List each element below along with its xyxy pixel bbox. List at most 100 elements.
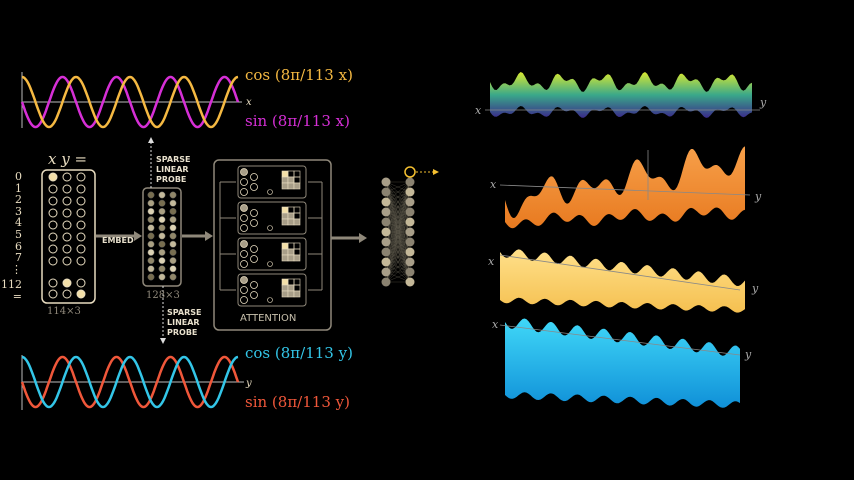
mlp-neuron [405, 187, 415, 197]
embedding-box [142, 187, 182, 287]
surface3-y-label: y [752, 282, 759, 295]
input-neuron [62, 256, 72, 266]
mlp-neuron [381, 277, 391, 287]
head-neuron [250, 255, 258, 263]
embedding-neuron [147, 240, 155, 248]
row-label: 6 [15, 239, 22, 253]
attention-pattern-cell [287, 254, 295, 262]
mlp-neuron [381, 217, 391, 227]
head-neuron [250, 173, 258, 181]
input-neuron [62, 289, 72, 299]
surface4-axis [499, 324, 741, 356]
row-label: = [12, 289, 22, 303]
embedding-neuron [158, 199, 166, 207]
mlp-connection [385, 181, 411, 213]
head-neuron [240, 214, 248, 222]
input-neuron [76, 172, 86, 182]
attention-pattern-cell [293, 278, 301, 286]
input-header: x y = [48, 150, 88, 168]
head-neuron [250, 281, 258, 289]
output-neuron [404, 166, 416, 178]
head-neuron [250, 209, 258, 217]
attention-head [237, 165, 307, 199]
bottom-cos-label: cos (8π/113 y) [245, 344, 353, 362]
neuron-surface-orange [505, 146, 745, 229]
surface4-y-label: y [745, 348, 752, 361]
mlp-connection [385, 181, 411, 223]
mlp-neuron [405, 257, 415, 267]
input-size-label: 114×3 [47, 306, 81, 317]
mlp-neuron [381, 257, 391, 267]
mlp-neuron [381, 207, 391, 217]
mlp-connection [385, 181, 411, 283]
input-neuron [48, 289, 58, 299]
attention-pattern-cell [287, 170, 295, 178]
embedding-neuron [169, 248, 177, 256]
surface3-axis [499, 254, 741, 291]
embed-arrowhead [134, 231, 142, 241]
attention-pattern-cell [287, 284, 295, 292]
neuron-surface-noisy [490, 72, 752, 118]
attention-pattern-cell [281, 242, 289, 250]
top-cos-label: cos (8π/113 x) [245, 66, 353, 84]
input-neuron [48, 208, 58, 218]
embedding-neuron [169, 257, 177, 265]
attention-pattern-cell [281, 290, 289, 298]
mlp-connection [385, 181, 411, 203]
mlp-neuron [381, 187, 391, 197]
mlp-neuron [405, 237, 415, 247]
embedding-neuron [147, 224, 155, 232]
multiply-icon [267, 297, 273, 303]
embedding-neuron [169, 224, 177, 232]
input-neuron [48, 184, 58, 194]
embedding-neuron [147, 216, 155, 224]
attention-pattern-cell [281, 248, 289, 256]
bottom-cos-wave [21, 355, 239, 409]
attention-pattern-cell [293, 182, 301, 190]
input-neuron [76, 208, 86, 218]
surface2-y-label: y [755, 190, 762, 203]
input-neuron [48, 256, 58, 266]
surface3-x-label: x [488, 255, 495, 268]
input-neuron [76, 278, 86, 288]
attention-head [237, 237, 307, 271]
embedding-neuron [147, 248, 155, 256]
head-neuron [250, 183, 258, 191]
head-neuron [240, 204, 248, 212]
input-neuron [76, 196, 86, 206]
attention-pattern-cell [293, 170, 301, 178]
head-neuron [240, 240, 248, 248]
embedding-neuron [169, 273, 177, 281]
embedding-neuron [158, 216, 166, 224]
attention-pattern-cell [281, 182, 289, 190]
mlp-neuron [405, 227, 415, 237]
row-label: 5 [15, 227, 22, 241]
head-neuron [240, 296, 248, 304]
multiply-icon [267, 189, 273, 195]
top-cos-wave [21, 75, 239, 129]
surface2-x-label: x [490, 178, 497, 191]
input-neuron [48, 232, 58, 242]
head-neuron [240, 224, 248, 232]
embedding-neuron [158, 224, 166, 232]
mlp-connection [385, 191, 411, 283]
mlp-connection [385, 181, 411, 263]
input-neuron [76, 256, 86, 266]
input-neuron [62, 184, 72, 194]
embedding-neuron [147, 207, 155, 215]
attention-pattern-cell [287, 242, 295, 250]
to-mlp-arrowhead [359, 233, 367, 243]
embedding-neuron [169, 199, 177, 207]
input-neuron [48, 196, 58, 206]
input-neuron [76, 244, 86, 254]
attention-pattern-cell [287, 176, 295, 184]
mlp-neuron [405, 277, 415, 287]
mlp-connection [385, 241, 411, 283]
attention-pattern-cell [281, 176, 289, 184]
attention-pattern-cell [287, 182, 295, 190]
mlp-connection [385, 251, 411, 283]
mlp-connection [385, 261, 411, 283]
surface2-axes [499, 150, 751, 200]
neuron-surface-cyan [505, 318, 740, 408]
